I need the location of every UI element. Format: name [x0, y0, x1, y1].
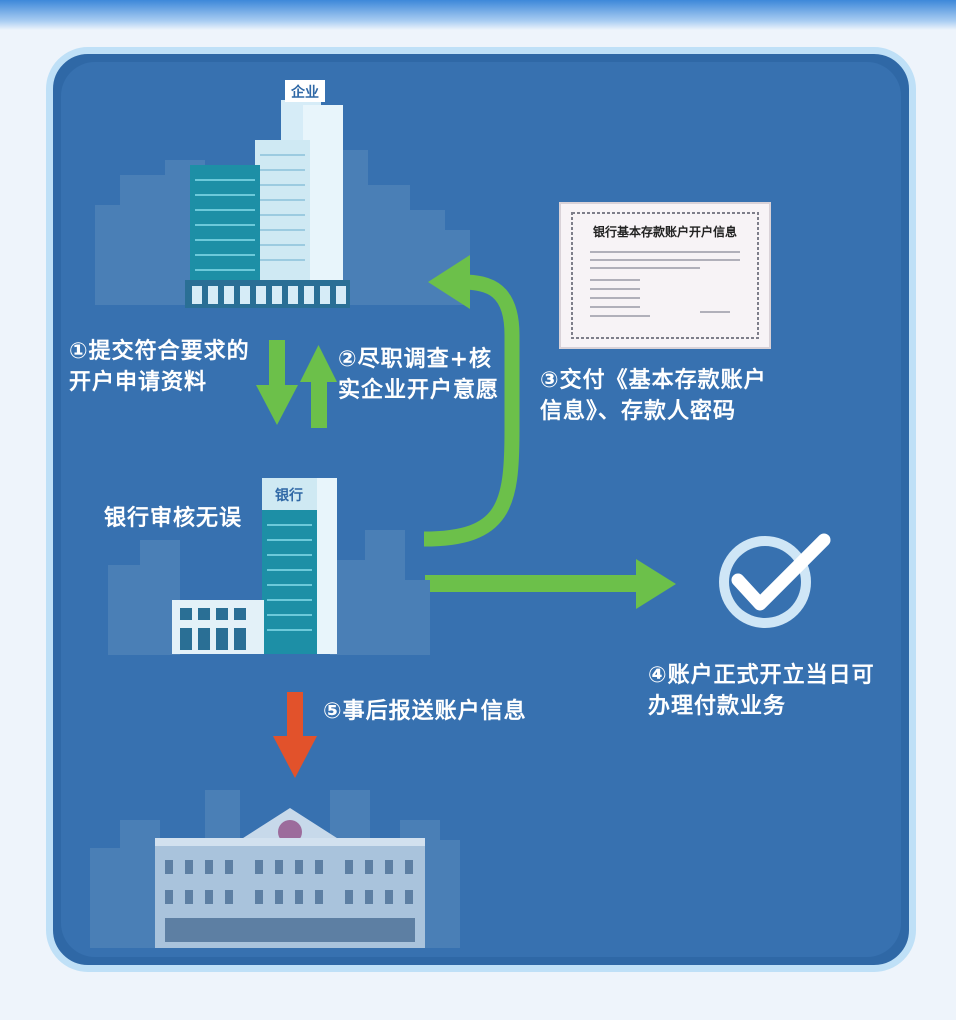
- enterprise-building: 企业: [95, 80, 470, 308]
- regulator-building: [90, 790, 460, 948]
- step1-line1: ①提交符合要求的: [69, 339, 250, 364]
- bank-sign: 银行: [275, 487, 303, 504]
- enterprise-sign: 企业: [290, 84, 319, 101]
- step4-line2: 办理付款业务: [648, 694, 787, 719]
- step4-label: ④账户正式开立当日可 办理付款业务: [648, 660, 875, 722]
- step2-arrow-up: [300, 345, 337, 428]
- bank-review-label: 银行审核无误: [104, 506, 243, 531]
- step1-arrow-down: [256, 340, 298, 425]
- step3-curved-arrow: [423, 255, 520, 547]
- step2-line1: ②尽职调查+核: [338, 347, 493, 372]
- check-circle-icon: [719, 533, 831, 628]
- step3-label: ③交付《基本存款账户 信息》、存款人密码: [540, 365, 767, 427]
- step4-line1: ④账户正式开立当日可: [648, 663, 875, 688]
- step3-line1: ③交付《基本存款账户: [540, 368, 767, 393]
- step5-label: ⑤事后报送账户信息: [323, 699, 527, 724]
- step2-line2: 实企业开户意愿: [338, 378, 500, 403]
- bank-building: 银行: [108, 478, 430, 655]
- step4-arrow-right: [425, 559, 676, 609]
- account-certificate: 银行基本存款账户开户信息: [559, 202, 771, 349]
- step5-arrow-down: [273, 692, 317, 778]
- certificate-title: 银行基本存款账户开户信息: [593, 224, 737, 239]
- step1-label: ①提交符合要求的 开户申请资料: [69, 336, 250, 398]
- top-banner: [0, 0, 956, 30]
- step3-line2: 信息》、存款人密码: [540, 399, 737, 424]
- step2-label: ②尽职调查+核 实企业开户意愿: [338, 344, 499, 406]
- bank-skyline: [108, 530, 430, 655]
- step1-line2: 开户申请资料: [69, 370, 208, 395]
- enterprise-skyline: [95, 150, 470, 305]
